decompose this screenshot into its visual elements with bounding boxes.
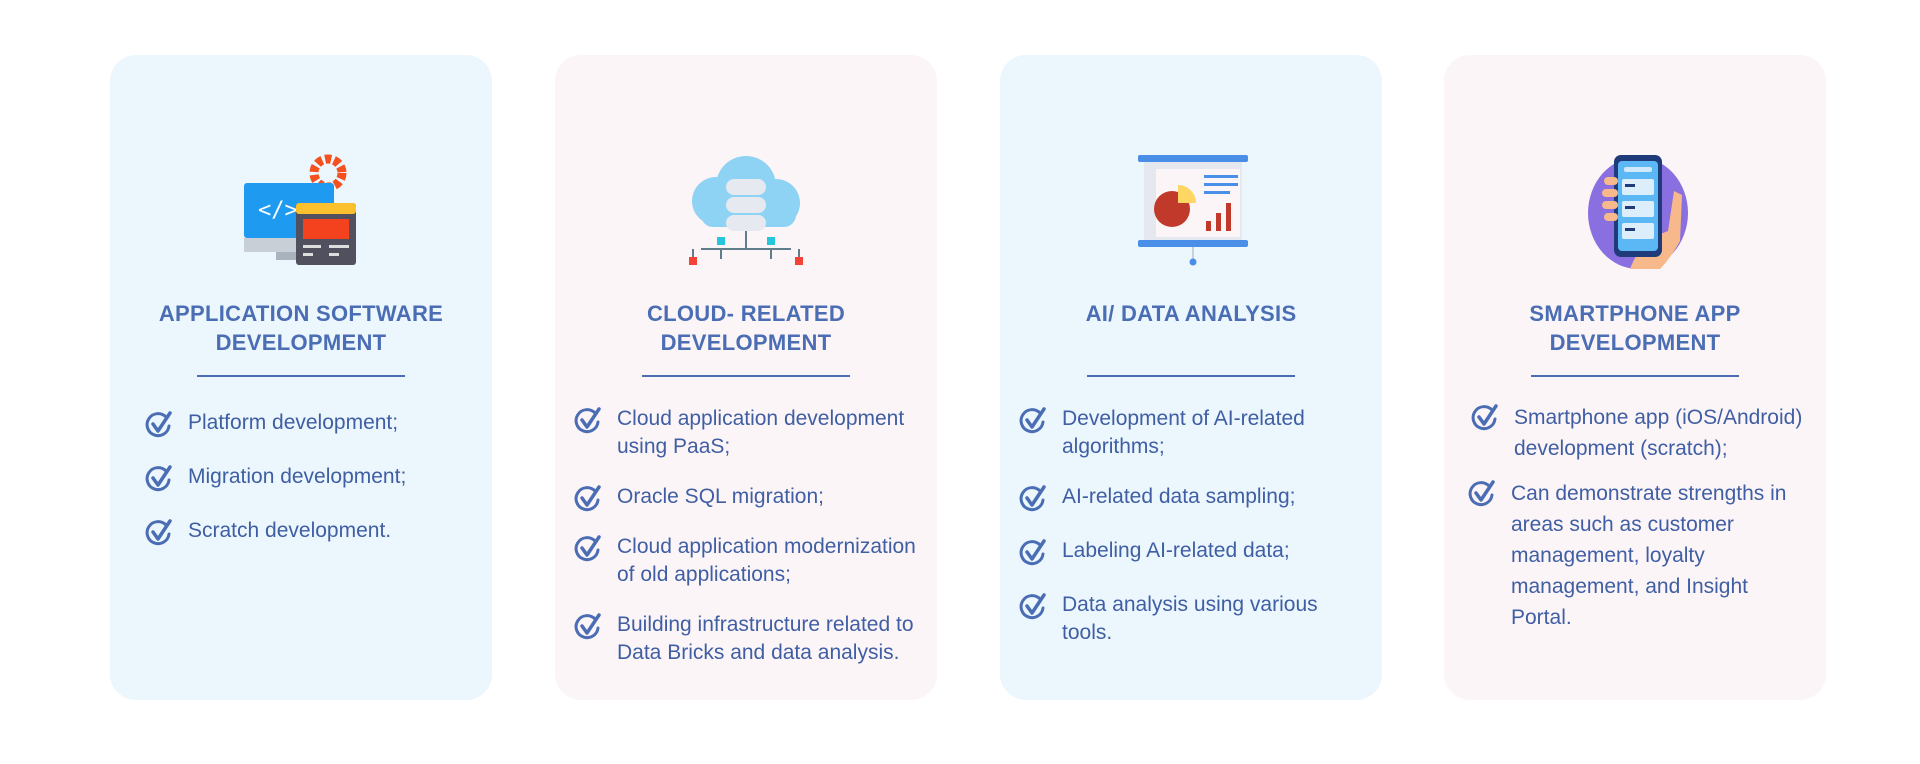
list-item: Cloud application development using PaaS…	[573, 405, 919, 461]
divider	[1531, 375, 1739, 377]
divider	[1087, 375, 1295, 377]
check-circle-icon	[573, 611, 603, 641]
list-item: Oracle SQL migration;	[573, 483, 919, 511]
smartphone-hand-icon	[1588, 155, 1688, 269]
svg-text:</>: </>	[258, 198, 298, 223]
list-item: Building infrastructure related to Data …	[573, 611, 919, 667]
card-cloud-related: CLOUD- RELATED DEVELOPMENT Cloud applica…	[555, 55, 937, 700]
list-item: AI-related data sampling;	[1018, 483, 1364, 511]
card-title: AI/ DATA ANALYSIS	[1085, 301, 1297, 326]
list-item: Scratch development.	[144, 517, 474, 545]
check-circle-icon	[1467, 478, 1497, 508]
check-circle-icon	[144, 409, 174, 439]
list-item: Migration development;	[144, 463, 474, 491]
cloud-database-icon	[689, 156, 803, 265]
card-application-software: </> APPLICATION SOFTWARE DEVELOPMENT Pla…	[110, 55, 492, 700]
code-monitor-gear-icon: </>	[244, 154, 356, 265]
check-circle-icon	[1470, 402, 1500, 432]
feature-list: Smartphone app (iOS/Android) development…	[1470, 402, 1808, 659]
divider	[642, 375, 850, 377]
card-title: APPLICATION SOFTWARE DEVELOPMENT	[158, 301, 444, 355]
check-circle-icon	[144, 463, 174, 493]
check-circle-icon	[144, 517, 174, 547]
feature-list: Cloud application development using PaaS…	[573, 405, 919, 693]
feature-list: Development of AI-related algorithms; AI…	[1018, 405, 1364, 673]
card-title: SMARTPHONE APP DEVELOPMENT	[1529, 301, 1741, 355]
check-circle-icon	[1018, 591, 1048, 621]
check-circle-icon	[573, 483, 603, 513]
check-circle-icon	[1018, 405, 1048, 435]
list-item: Can demonstrate strengths in areas such …	[1467, 478, 1808, 633]
list-item: Labeling AI-related data;	[1018, 537, 1364, 565]
list-item: Cloud application modernization of old a…	[573, 533, 919, 589]
check-circle-icon	[573, 405, 603, 435]
list-item: Platform development;	[144, 409, 474, 437]
presentation-chart-icon	[1138, 155, 1248, 266]
list-item: Development of AI-related algorithms;	[1018, 405, 1364, 461]
card-smartphone-app: SMARTPHONE APP DEVELOPMENT Smartphone ap…	[1444, 55, 1826, 700]
check-circle-icon	[1018, 483, 1048, 513]
card-title: CLOUD- RELATED DEVELOPMENT	[646, 301, 846, 355]
card-ai-data: AI/ DATA ANALYSIS Development of AI-rela…	[1000, 55, 1382, 700]
check-circle-icon	[573, 533, 603, 563]
divider	[197, 375, 405, 377]
list-item: Smartphone app (iOS/Android) development…	[1470, 402, 1808, 464]
feature-list: Platform development; Migration developm…	[144, 409, 474, 571]
list-item: Data analysis using various tools.	[1018, 591, 1364, 647]
check-circle-icon	[1018, 537, 1048, 567]
